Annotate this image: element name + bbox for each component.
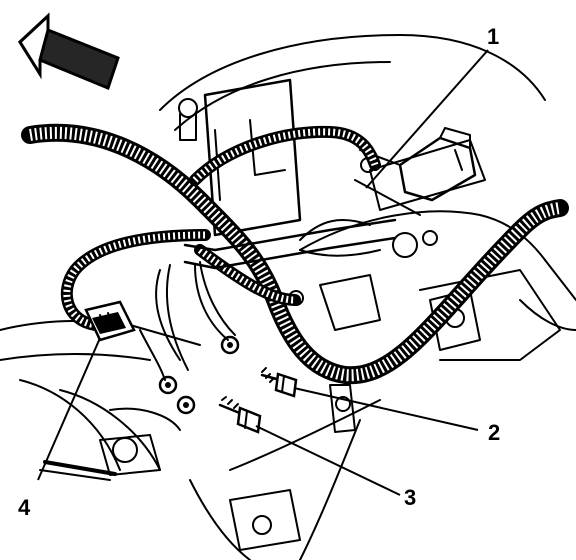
- callout-1: 1: [487, 24, 499, 49]
- callout-4: 4: [18, 495, 31, 520]
- wiring-harness: [21, 123, 569, 385]
- connector-item-4: [84, 300, 136, 342]
- ground-terminals: [158, 335, 240, 415]
- callout-3: 3: [404, 485, 416, 510]
- bolt-item-3: [218, 396, 262, 434]
- leader-lines: [37, 49, 489, 496]
- left-arrow-icon: [18, 12, 120, 90]
- callout-2: 2: [488, 420, 500, 445]
- sensor-connector: [354, 127, 477, 216]
- engine-housing: [0, 34, 576, 560]
- bolt-item-2: [260, 367, 298, 398]
